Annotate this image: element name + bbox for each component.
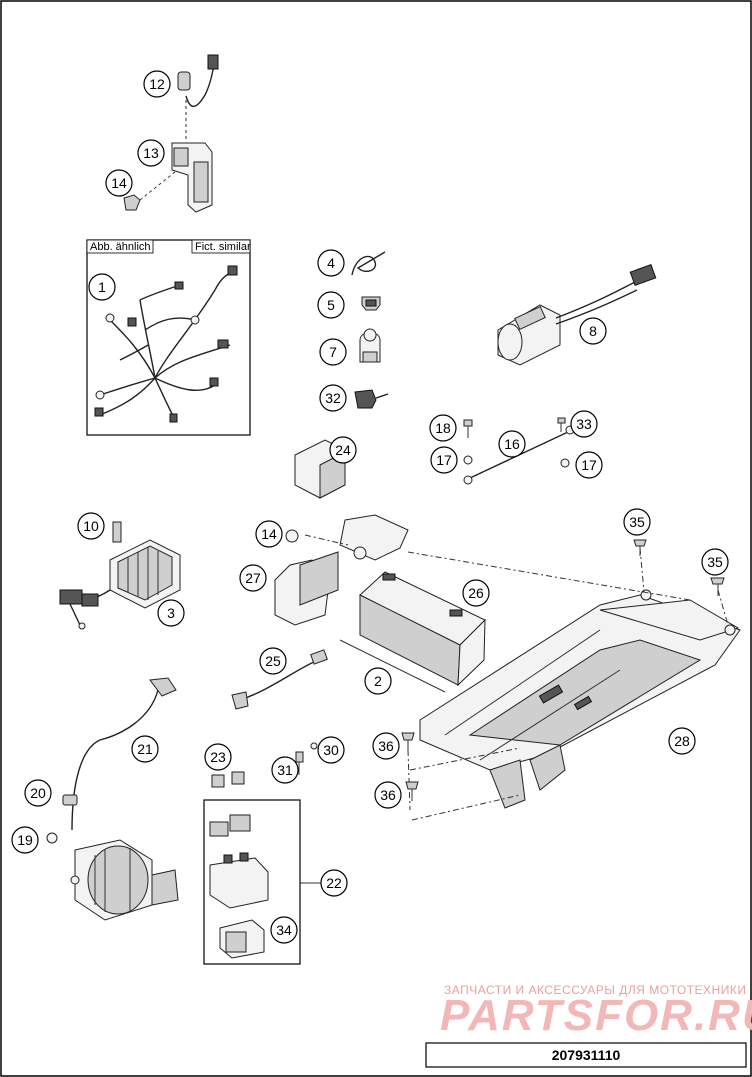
svg-text:20: 20 <box>30 785 46 801</box>
callout-10: 10 <box>77 512 105 540</box>
svg-text:5: 5 <box>327 297 335 313</box>
svg-text:23: 23 <box>210 749 226 765</box>
svg-text:3: 3 <box>167 605 175 621</box>
svg-text:35: 35 <box>707 554 723 570</box>
screw-illustrations <box>401 539 725 801</box>
callout-2: 2 <box>364 667 392 695</box>
rear-subframe-illustration <box>419 589 741 809</box>
cable-tie-illustration <box>351 251 386 276</box>
svg-text:10: 10 <box>83 518 99 534</box>
svg-text:36: 36 <box>380 787 396 803</box>
callout-4: 4 <box>317 249 345 277</box>
svg-text:7: 7 <box>329 344 337 360</box>
svg-text:12: 12 <box>149 76 165 92</box>
callout-24: 24 <box>329 436 357 464</box>
callout-36b: 36 <box>374 781 402 809</box>
callout-30: 30 <box>317 736 345 764</box>
battery-illustration <box>359 571 486 687</box>
svg-text:13: 13 <box>143 145 159 161</box>
fuse-box-bracket-illustration <box>274 514 409 626</box>
svg-text:17: 17 <box>436 452 452 468</box>
callout-26: 26 <box>462 579 490 607</box>
callout-19: 19 <box>11 826 39 854</box>
document-number: 207931110 <box>552 1047 621 1063</box>
svg-text:33: 33 <box>576 416 592 432</box>
callout-22: 22 <box>320 869 348 897</box>
cable-holder-illustration <box>359 328 381 363</box>
inset-label-right: Fict. similar <box>195 241 251 253</box>
inset-label-left: Abb. ähnlich <box>90 241 151 253</box>
svg-text:28: 28 <box>674 733 690 749</box>
svg-text:21: 21 <box>137 741 153 757</box>
svg-text:14: 14 <box>111 175 127 191</box>
svg-text:22: 22 <box>326 875 342 891</box>
callout-21: 21 <box>131 735 159 763</box>
callout-23: 23 <box>204 743 232 771</box>
callout-34: 34 <box>270 916 298 944</box>
svg-text:2: 2 <box>374 673 382 689</box>
callout-1: 1 <box>88 273 116 301</box>
svg-text:31: 31 <box>277 762 293 778</box>
svg-text:8: 8 <box>589 323 597 339</box>
relay-module-illustration <box>497 264 657 366</box>
svg-text:1: 1 <box>98 279 106 295</box>
svg-text:18: 18 <box>435 420 451 436</box>
socket-illustration <box>354 389 389 409</box>
callout-25: 25 <box>259 647 287 675</box>
watermark-tagline: ЗАПЧАСТИ И АКСЕССУАРЫ ДЛЯ МОТОТЕХНИКИ <box>444 983 746 997</box>
switch-assembly-illustration <box>123 54 219 213</box>
svg-text:19: 19 <box>17 832 33 848</box>
starter-motor-illustration <box>46 677 179 921</box>
svg-text:4: 4 <box>327 255 335 271</box>
svg-text:24: 24 <box>335 442 351 458</box>
callout-13: 13 <box>137 139 165 167</box>
svg-text:17: 17 <box>581 457 597 473</box>
callout-7: 7 <box>319 338 347 366</box>
callout-36a: 36 <box>372 732 400 760</box>
svg-text:32: 32 <box>325 390 341 406</box>
svg-text:14: 14 <box>261 526 277 542</box>
callout-18: 18 <box>429 414 457 442</box>
callout-20: 20 <box>24 779 52 807</box>
svg-text:27: 27 <box>245 570 261 586</box>
document-number-box: 207931110 <box>425 1042 747 1068</box>
svg-text:35: 35 <box>629 514 645 530</box>
callout-28: 28 <box>668 727 696 755</box>
callout-35a: 35 <box>623 508 651 536</box>
callout-35b: 35 <box>701 548 729 576</box>
wiring-harness-inset: Abb. ähnlich Fict. similar <box>86 239 251 436</box>
svg-text:36: 36 <box>378 738 394 754</box>
callout-27: 27 <box>239 564 267 592</box>
watermark-logo: PARTSFOR.RU <box>440 991 752 1040</box>
callout-14a: 14 <box>105 169 133 197</box>
voltage-regulator-illustration <box>59 521 181 630</box>
fuse-illustrations <box>211 742 318 788</box>
svg-text:30: 30 <box>323 742 339 758</box>
harness-illustration <box>94 265 238 423</box>
callout-17a: 17 <box>430 446 458 474</box>
callout-3: 3 <box>157 599 185 627</box>
callout-33: 33 <box>570 410 598 438</box>
callout-12: 12 <box>143 70 171 98</box>
battery-cable-illustration <box>231 649 328 710</box>
watermark: ЗАПЧАСТИ И АКСЕССУАРЫ ДЛЯ МОТОТЕХНИКИ PA… <box>440 983 752 1040</box>
clip-illustration <box>361 296 381 311</box>
callout-31: 31 <box>271 756 299 784</box>
assembly-leader-lines <box>304 534 729 821</box>
svg-text:26: 26 <box>468 585 484 601</box>
callout-markers: 12 13 14 1 4 5 7 32 8 18 16 33 17 17 24 … <box>11 70 729 944</box>
callout-16: 16 <box>498 430 526 458</box>
svg-text:25: 25 <box>265 653 281 669</box>
battery-strap-illustration <box>339 639 446 693</box>
callout-5: 5 <box>317 291 345 319</box>
svg-text:16: 16 <box>504 436 520 452</box>
svg-text:34: 34 <box>276 922 292 938</box>
callout-17b: 17 <box>575 451 603 479</box>
callout-8: 8 <box>579 317 607 345</box>
callout-14b: 14 <box>255 520 283 548</box>
callout-32: 32 <box>319 384 347 412</box>
